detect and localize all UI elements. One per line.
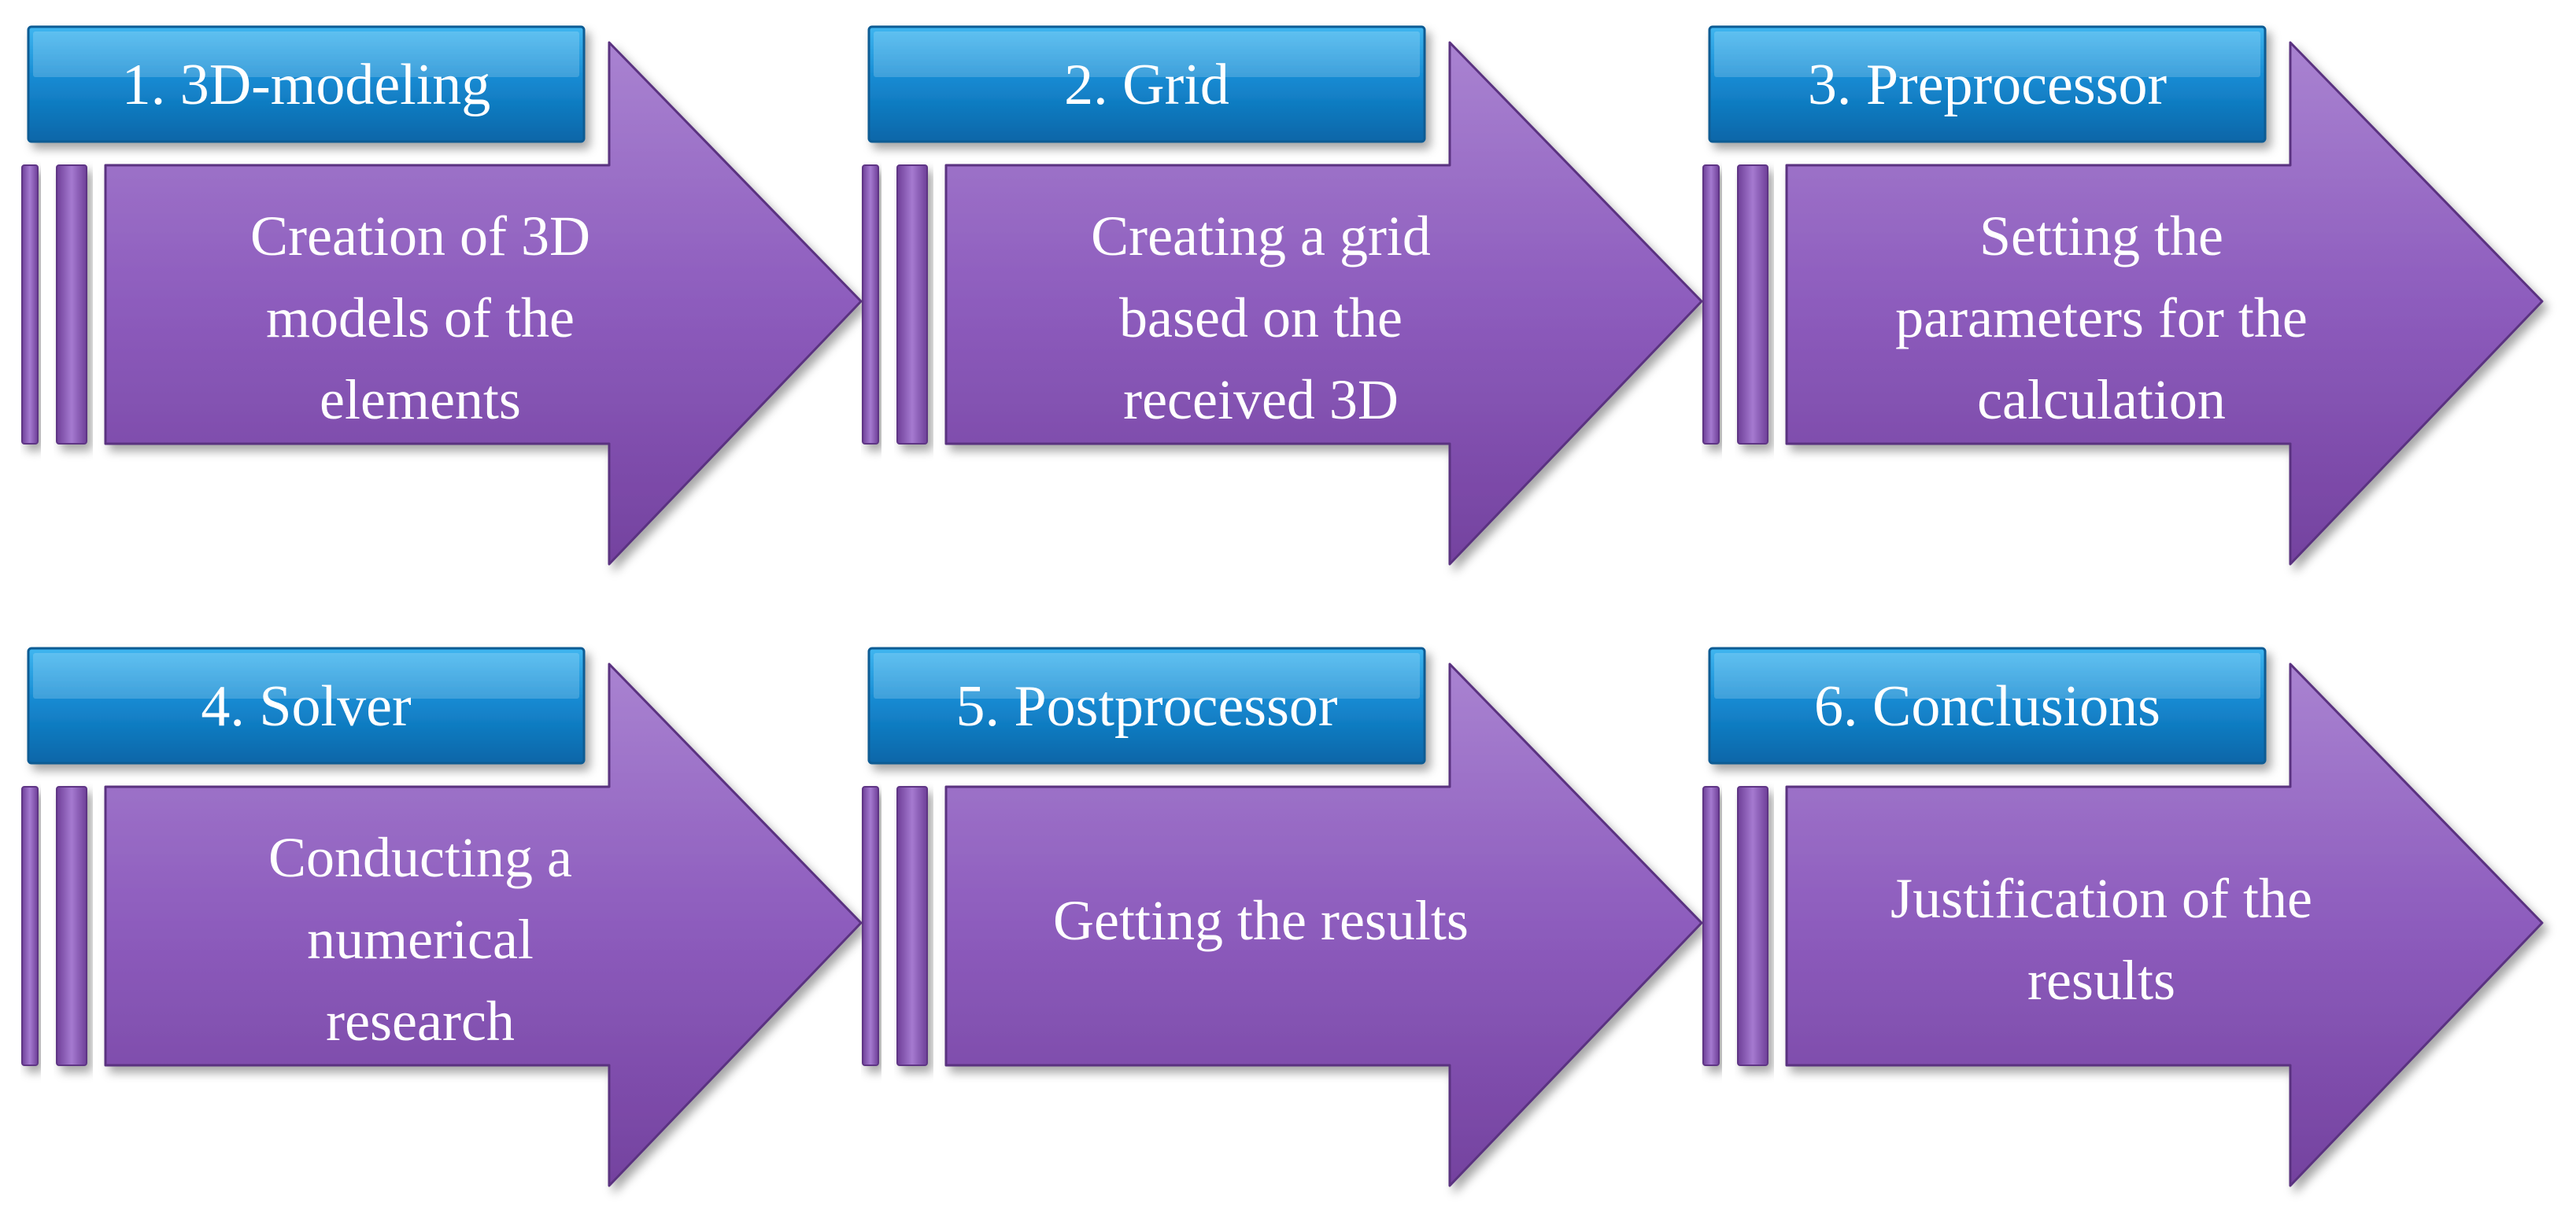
step-description-line: elements [320,368,521,431]
step-title-box [1708,25,2267,143]
step-description-line: numerical [307,908,534,971]
step-bar-wide [56,164,87,445]
step-title: 5. Postprocessor [955,674,1337,739]
step-description-line: calculation [1977,368,2226,431]
step-title-box [27,25,586,143]
step-description-line: Setting the [1979,205,2223,268]
step-bar-thin [21,164,39,445]
step-bar-thin [1702,164,1720,445]
step-bar-thin [862,164,879,445]
step-title-gloss [33,653,579,699]
step-bar-wide [1737,786,1768,1066]
step-bar-wide [56,786,87,1066]
step-description-line: Conducting a [268,826,572,889]
step-title-box [867,647,1426,765]
step-title-gloss [33,31,579,77]
step-description-line: parameters for the [1895,286,2308,349]
step-title: 3. Preprocessor [1808,53,2167,117]
step-bar-thin [21,786,39,1066]
step-bar-thin [862,786,879,1066]
step-arrow [944,662,1703,1187]
step-title: 1. 3D-modeling [122,53,491,117]
step-description-line: Justification of the [1890,867,2312,930]
step-arrow [104,41,863,566]
step-arrow [1785,662,2544,1187]
step-description-line: Creation of 3D [250,205,590,268]
step-bar-wide [1737,164,1768,445]
step-bar-wide [896,786,928,1066]
step-title: 4. Solver [201,674,411,739]
step-title-gloss [874,31,1420,77]
step-bar-thin [1702,786,1720,1066]
step-title-gloss [1714,653,2260,699]
step-title-box [1708,647,2267,765]
step-description-line: models of the [266,286,575,349]
step-description-line: Creating a grid [1091,205,1431,268]
step-description-line: based on the [1119,286,1403,349]
step-title: 2. Grid [1064,53,1229,117]
step-title-box [27,647,586,765]
step-description-line: results [2027,949,2175,1012]
step-title-gloss [1714,31,2260,77]
step-title-gloss [874,653,1420,699]
step-description-line: research [326,990,515,1053]
step-arrow [944,41,1703,566]
step-arrow [1785,41,2544,566]
step-arrow [104,662,863,1187]
step-description-line: received 3D [1123,368,1399,431]
step-bar-wide [896,164,928,445]
step-description-line: Getting the results [1053,889,1469,952]
step-title: 6. Conclusions [1814,674,2160,739]
step-title-box [867,25,1426,143]
